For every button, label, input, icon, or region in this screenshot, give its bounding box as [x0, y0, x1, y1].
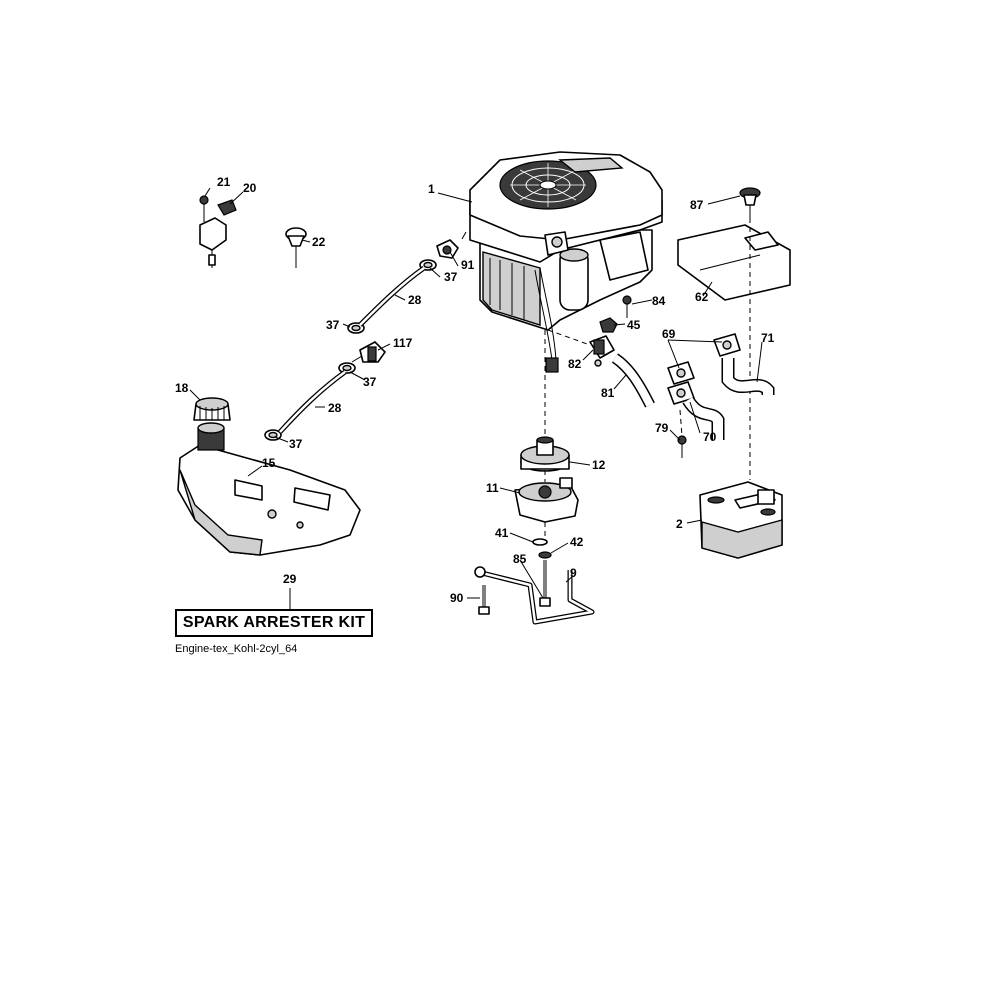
- callout-79: 79: [655, 421, 669, 435]
- bracket-20: [199, 199, 237, 268]
- callout-71: 71: [761, 331, 775, 345]
- fuel-pump-82: [589, 335, 615, 367]
- callout-20: 20: [243, 181, 257, 195]
- callout-87: 87: [690, 198, 704, 212]
- callout-9: 9: [570, 566, 577, 580]
- leader-lines: [189, 187, 763, 609]
- diagram-id: Engine-tex_Kohl-2cyl_64: [175, 643, 298, 655]
- washer-42: [538, 551, 552, 559]
- callout-28-upper: 28: [408, 293, 422, 307]
- callout-69: 69: [662, 327, 676, 341]
- callout-37-b: 37: [326, 318, 340, 332]
- bolt-85: [539, 560, 551, 607]
- callout-85: 85: [513, 552, 527, 566]
- callout-70: 70: [703, 430, 717, 444]
- callout-37-a: 37: [444, 270, 458, 284]
- screw-79: [677, 435, 687, 458]
- hose-clamp-37-upper: [419, 259, 437, 271]
- spark-arrester-kit-box: SPARK ARRESTER KIT: [175, 609, 373, 637]
- screw-84: [622, 295, 632, 318]
- callout-21: 21: [217, 175, 231, 189]
- callout-1: 1: [428, 182, 435, 196]
- callout-117: 117: [393, 336, 413, 350]
- callout-82: 82: [568, 357, 582, 371]
- callout-41: 41: [495, 526, 509, 540]
- hose-81: [611, 353, 655, 408]
- screw-21: [199, 195, 209, 222]
- pipe-71: [721, 358, 775, 396]
- callout-15: 15: [262, 456, 276, 470]
- callout-91: 91: [461, 258, 475, 272]
- callout-37-c: 37: [363, 375, 377, 389]
- screw-87: [739, 187, 761, 218]
- gasket-69-b: [713, 333, 741, 357]
- hose-clamp-37-mid: [347, 322, 365, 334]
- hose-clamp-37-lower: [338, 362, 356, 374]
- callout-90: 90: [450, 591, 464, 605]
- callout-11: 11: [486, 481, 499, 495]
- electric-clutch-11: [514, 477, 579, 523]
- bolt-90: [478, 585, 490, 615]
- callout-84: 84: [652, 294, 666, 308]
- fuel-tank-15: [177, 422, 361, 556]
- pipe-70: [682, 396, 725, 440]
- callout-12: 12: [592, 458, 606, 472]
- callout-28-lower: 28: [328, 401, 342, 415]
- callout-42: 42: [570, 535, 584, 549]
- bracket-9: [474, 566, 595, 625]
- callout-29: 29: [283, 572, 297, 586]
- callout-81: 81: [601, 386, 615, 400]
- callout-45: 45: [627, 318, 641, 332]
- callout-37-d: 37: [289, 437, 303, 451]
- gasket-69-a: [667, 361, 695, 385]
- fitting-91: [436, 239, 459, 259]
- heat-shield-62: [677, 224, 791, 301]
- washer-41: [532, 538, 548, 546]
- callout-62: 62: [695, 290, 709, 304]
- callout-22: 22: [312, 235, 326, 249]
- muffler-2: [699, 481, 783, 559]
- knob-22: [285, 227, 307, 268]
- nut-45: [599, 317, 618, 333]
- callout-2: 2: [676, 517, 683, 531]
- pulley-12: [520, 436, 570, 472]
- spark-arrester-kit-label: SPARK ARRESTER KIT: [182, 614, 366, 631]
- fuel-cap-18: [193, 397, 231, 421]
- fuel-filter-117: [351, 341, 386, 363]
- engine: [469, 151, 663, 373]
- callout-18: 18: [175, 381, 189, 395]
